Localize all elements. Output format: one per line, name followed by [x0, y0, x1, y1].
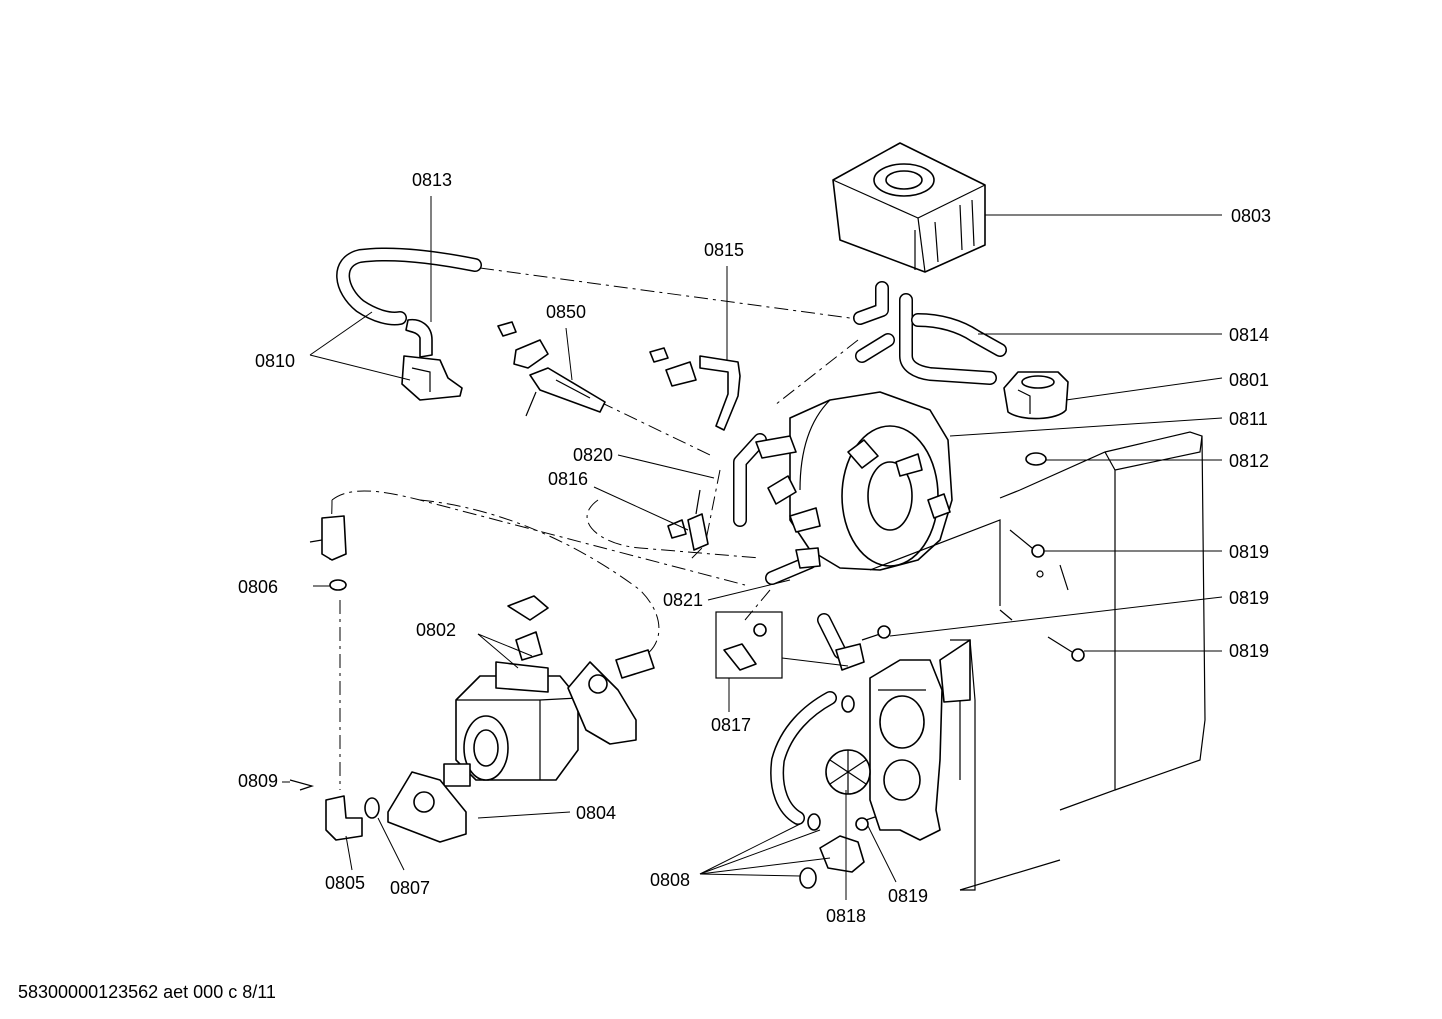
- assembly-dashed-lines: [329, 267, 859, 790]
- heater-0811-part: [733, 391, 953, 571]
- hose-0814-part: [853, 281, 1007, 385]
- callout-0811: 0811: [1229, 409, 1268, 429]
- pipe-0821-part: [765, 547, 821, 585]
- connector-0806-part: [309, 515, 347, 591]
- solenoid-0802-part: [507, 595, 549, 661]
- callout-0821: 0821: [663, 590, 703, 610]
- callout-labels: 0803 0813 0815 0850 0814 0810 0801 0811 …: [238, 170, 1271, 926]
- callout-0809: 0809: [238, 771, 278, 791]
- hose-0810-part: [336, 247, 482, 401]
- housing-panel-part: [869, 431, 1206, 891]
- callout-0807: 0807: [390, 878, 430, 898]
- callout-0817: 0817: [711, 715, 751, 735]
- callout-0810: 0810: [255, 351, 295, 371]
- clip-0816-part: [667, 489, 709, 551]
- callout-0819-c: 0819: [1229, 641, 1269, 661]
- document-footer-code: 58300000123562 aet 000 c 8/11: [18, 982, 276, 1002]
- callout-0802: 0802: [416, 620, 456, 640]
- callout-0813: 0813: [412, 170, 452, 190]
- callout-0820: 0820: [573, 445, 613, 465]
- water-tank-part: [832, 142, 986, 273]
- bracket-0817-part: [715, 611, 865, 679]
- pump-0804-part: [387, 649, 655, 843]
- callout-0814: 0814: [1229, 325, 1269, 345]
- callout-0819-d: 0819: [888, 886, 928, 906]
- sensor-bracket-0850-part: [497, 321, 606, 417]
- callout-0819-a: 0819: [1229, 542, 1269, 562]
- callout-0805: 0805: [325, 873, 365, 893]
- callout-0816: 0816: [548, 469, 588, 489]
- callout-0803: 0803: [1231, 206, 1271, 226]
- callout-0801: 0801: [1229, 370, 1269, 390]
- hose-0808-part: [770, 691, 865, 889]
- callout-0812: 0812: [1229, 451, 1269, 471]
- elbow-0805-part: [289, 779, 380, 841]
- callout-0850: 0850: [546, 302, 586, 322]
- rotor-0818-part: [825, 749, 871, 795]
- callout-0818: 0818: [826, 906, 866, 926]
- callout-0819-b: 0819: [1229, 588, 1269, 608]
- callout-0808: 0808: [650, 870, 690, 890]
- callout-0806: 0806: [238, 577, 278, 597]
- callout-0804: 0804: [576, 803, 616, 823]
- valve-0801-part: [1003, 371, 1069, 466]
- leader-lines: [282, 196, 1223, 900]
- callout-0815: 0815: [704, 240, 744, 260]
- control-housing-part: [869, 639, 971, 841]
- sensor-0815-part: [649, 347, 741, 431]
